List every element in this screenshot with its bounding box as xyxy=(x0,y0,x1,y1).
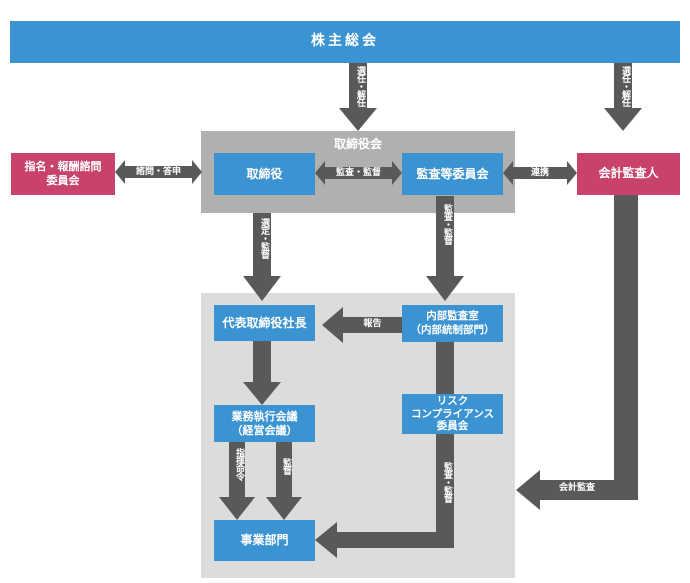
accounting-auditor-box: 会計監査人 xyxy=(577,153,680,195)
board-panel-title: 取締役会 xyxy=(333,137,382,151)
arrow-supervision xyxy=(266,442,302,520)
risk-committee-box: リスク コンプライアンス 委員会 xyxy=(402,394,503,434)
president-box: 代表取締役社長 xyxy=(214,305,315,341)
arrow-instruction xyxy=(219,442,255,520)
label-supervision: 監督 xyxy=(281,458,291,474)
label-elect-dismiss-1: 選任・解任 xyxy=(355,66,365,106)
business-dept-box: 事業部門 xyxy=(214,520,315,561)
nomination-committee-box: 指名・報酬諮問 委員会 xyxy=(11,153,115,195)
shareholders-meeting: 株主総会 xyxy=(10,21,680,63)
internal-audit-box: 内部監査室 （内部統制部門） xyxy=(402,305,503,342)
label-report: 報告 xyxy=(363,319,382,329)
label-instruction: 指揮命令 xyxy=(234,448,244,480)
label-elect-dismiss-2: 選任・解任 xyxy=(620,66,630,106)
arrow-accounting-audit xyxy=(516,193,638,510)
arrow-directors-audit xyxy=(315,161,402,185)
arrow-audit-auditor xyxy=(503,161,577,185)
directors-box: 取締役 xyxy=(214,153,315,195)
arrow-audit-internal xyxy=(426,196,464,301)
label-accounting-audit: 会計監査 xyxy=(558,483,595,493)
executive-meeting-box: 業務執行会議 （経営会議） xyxy=(214,405,315,442)
label-audit-supervise-low: 監査・監督 xyxy=(442,462,452,502)
label-cooperation: 連携 xyxy=(530,168,549,178)
label-audit-supervise-down: 監査・監督 xyxy=(442,204,452,244)
arrow-risk-business xyxy=(315,433,454,558)
arrow-shareholders-to-auditor xyxy=(604,63,642,131)
label-appoint-supervise: 選定・監督 xyxy=(259,218,269,258)
label-audit-supervise-board: 監査・監督 xyxy=(335,168,381,178)
label-consult-report: 諮問・答申 xyxy=(135,167,181,177)
arrow-president-meeting xyxy=(243,340,281,405)
arrow-directors-president xyxy=(243,213,281,301)
audit-committee-box: 監査等委員会 xyxy=(402,153,503,195)
arrow-internal-president xyxy=(322,307,402,343)
arrow-nomination-directors xyxy=(115,160,202,184)
arrow-internal-risk xyxy=(436,342,454,394)
arrow-shareholders-to-board xyxy=(339,63,377,131)
